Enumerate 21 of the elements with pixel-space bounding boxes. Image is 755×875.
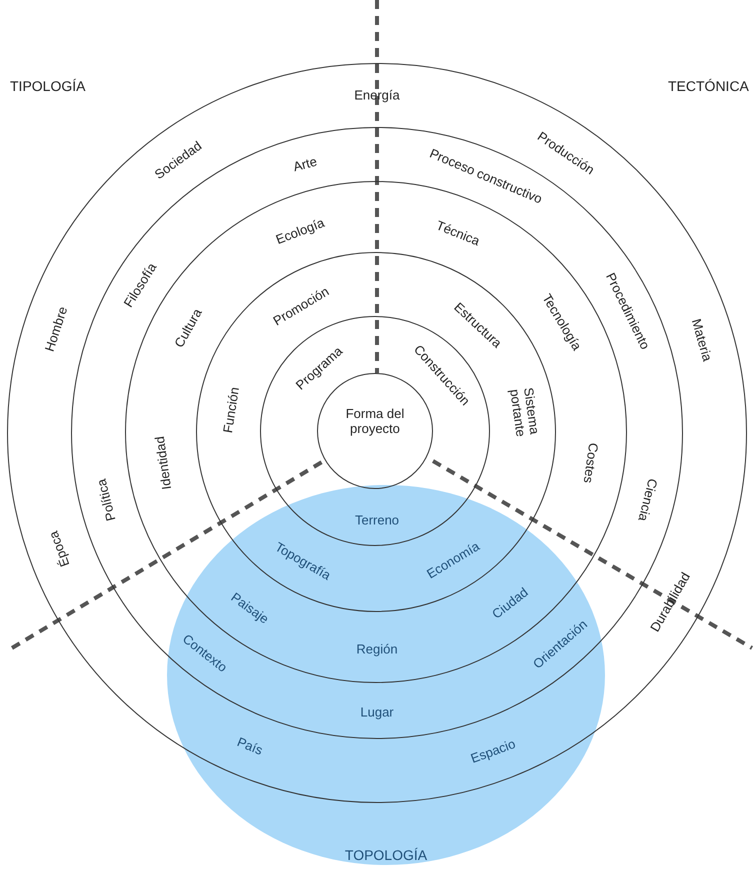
ring-label: Ciencia (636, 478, 660, 524)
ring-label: Energía (354, 88, 400, 102)
ring-label: País (236, 735, 265, 758)
center-label: Forma del proyecto (344, 407, 406, 437)
ring-label: Costes (582, 442, 600, 484)
ring-label: Terreno (354, 514, 400, 526)
ring-label: Función (220, 386, 241, 434)
ring-label: Arte (292, 154, 318, 173)
sector-heading: TIPOLOGÍA (10, 78, 86, 94)
sector-heading: TOPOLOGÍA (344, 847, 428, 863)
ring-circle (7, 63, 747, 803)
ring-label: Espacio (468, 736, 517, 765)
ring-label: Política (94, 478, 118, 523)
ring-label: Región (356, 642, 398, 656)
ring-label: Identidad (152, 436, 174, 490)
ring-label: Materia (690, 317, 714, 362)
ring-label: Sistema portante (505, 386, 542, 440)
sector-heading: TECTÓNICA (668, 78, 749, 94)
ring-label: Lugar (360, 706, 394, 718)
ring-label: Época (46, 529, 72, 568)
ring-label: Hombre (42, 304, 69, 353)
